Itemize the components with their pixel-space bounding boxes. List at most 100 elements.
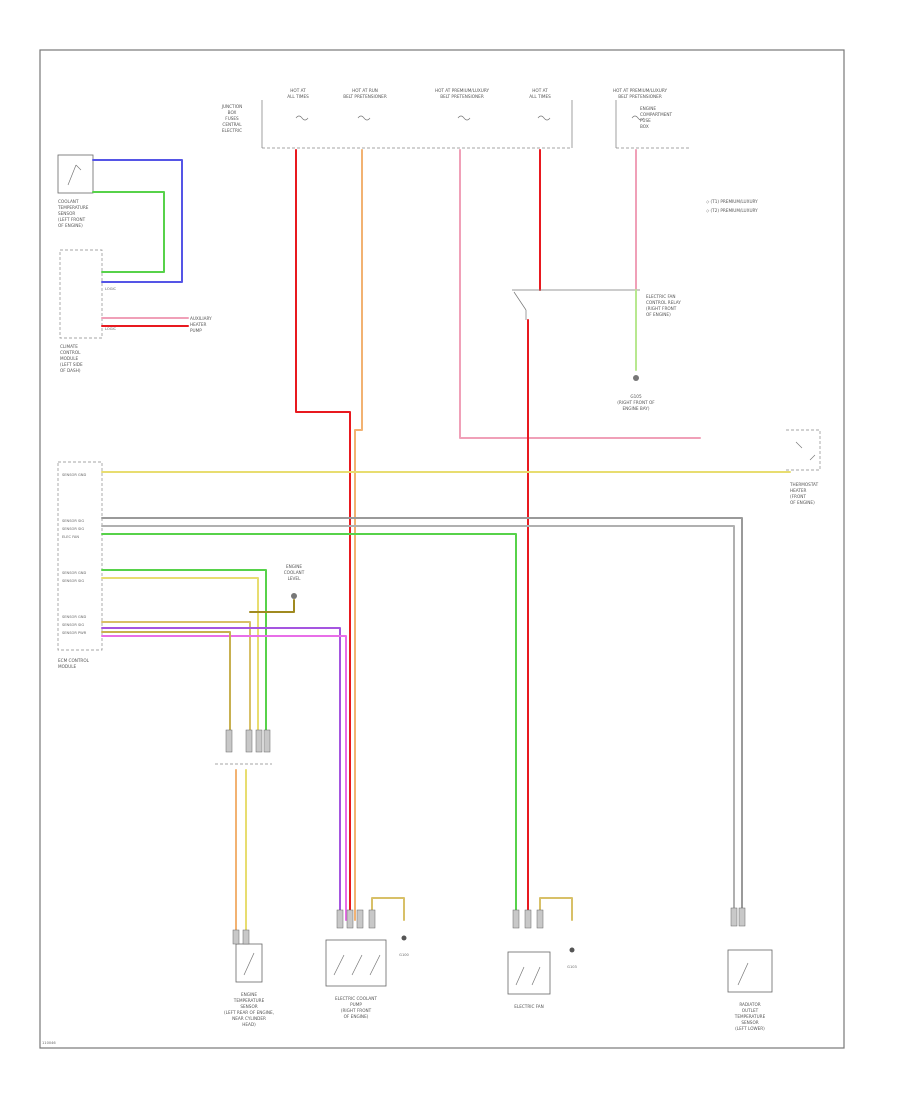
svg-text:MODULE: MODULE <box>60 356 79 361</box>
svg-text:SENSOR GND: SENSOR GND <box>62 473 86 477</box>
svg-text:SENSOR: SENSOR <box>58 211 75 216</box>
svg-text:G105: G105 <box>630 394 642 399</box>
fuse-label-1: HOT AT <box>290 88 306 93</box>
junction-block-label: JUNCTION <box>221 104 243 109</box>
wire-yellow-sensor <box>101 577 259 731</box>
wire-purple-pump <box>101 627 341 921</box>
svg-text:SENSOR GND: SENSOR GND <box>62 571 86 575</box>
svg-text:CONTROL: CONTROL <box>60 350 81 355</box>
svg-text:SENSOR: SENSOR <box>741 1020 758 1025</box>
diagram-frame <box>39 49 845 1049</box>
coolant-temperature-sensor: COOLANT TEMPERATURE SENSOR (LEFT FRONT O… <box>57 154 94 228</box>
svg-text:TEMPERATURE: TEMPERATURE <box>734 1014 766 1019</box>
svg-text:G103: G103 <box>567 965 577 969</box>
svg-text:ELECTRIC FAN: ELECTRIC FAN <box>514 1004 544 1009</box>
svg-text:OF ENGINE): OF ENGINE) <box>790 500 815 505</box>
wire-blue <box>92 159 183 283</box>
svg-text:OF ENGINE): OF ENGINE) <box>344 1014 369 1019</box>
svg-text:COOLANT: COOLANT <box>58 199 79 204</box>
fuse-box: HOT AT ALL TIMES HOT AT RUN BELT PRETENS… <box>221 88 690 149</box>
fuse-label-4: HOT AT <box>532 88 548 93</box>
svg-text:BOX: BOX <box>640 124 649 129</box>
svg-text:ALL TIMES: ALL TIMES <box>529 94 551 99</box>
svg-text:OF ENGINE): OF ENGINE) <box>58 223 83 228</box>
svg-text:BELT PRETENSIONER: BELT PRETENSIONER <box>343 94 387 99</box>
svg-text:ELECTRIC: ELECTRIC <box>222 128 242 133</box>
svg-text:HEAD): HEAD) <box>242 1022 256 1027</box>
svg-text:G100: G100 <box>399 953 409 957</box>
svg-text:TEMPERATURE: TEMPERATURE <box>233 998 265 1003</box>
svg-text:(LEFT LOWER): (LEFT LOWER) <box>735 1026 765 1031</box>
legend-item-2: ◇ (T2) PREMIUM/LUXURY <box>706 208 758 213</box>
svg-text:ELEC FAN: ELEC FAN <box>62 535 79 539</box>
svg-text:PUMP: PUMP <box>190 328 202 333</box>
svg-text:SENSOR SIG: SENSOR SIG <box>62 527 84 531</box>
footer-code: 110046 <box>42 1041 56 1045</box>
svg-text:PUMP: PUMP <box>350 1002 362 1007</box>
svg-text:(LEFT FRONT: (LEFT FRONT <box>58 217 86 222</box>
engine-coolant-level-splice: ENGINE COOLANT LEVEL <box>284 564 305 599</box>
svg-text:SENSOR PWR: SENSOR PWR <box>62 631 87 635</box>
svg-text:LOGIC: LOGIC <box>105 287 117 291</box>
svg-text:BELT PRETENSIONER: BELT PRETENSIONER <box>440 94 484 99</box>
svg-text:SENSOR SIG: SENSOR SIG <box>62 579 84 583</box>
ecm-control-module: ECM CONTROL MODULE SENSOR GND SENSOR SIG… <box>57 461 103 669</box>
svg-text:LOGIC: LOGIC <box>105 327 117 331</box>
wire-gray-2 <box>101 525 735 911</box>
svg-text:CLIMATE: CLIMATE <box>60 344 78 349</box>
svg-text:ECM CONTROL: ECM CONTROL <box>58 658 90 663</box>
electric-fan: G103 ELECTRIC FAN <box>507 897 577 1009</box>
svg-text:OF ENGINE): OF ENGINE) <box>646 312 671 317</box>
svg-text:ELECTRIC COOLANT: ELECTRIC COOLANT <box>335 996 377 1001</box>
svg-text:(LEFT SIDE: (LEFT SIDE <box>60 362 83 367</box>
svg-text:FUSE: FUSE <box>640 118 651 123</box>
svg-text:ALL TIMES: ALL TIMES <box>287 94 309 99</box>
wire-olive-splice <box>249 599 295 613</box>
svg-text:ENGINE: ENGINE <box>286 564 302 569</box>
svg-text:MODULE: MODULE <box>58 664 77 669</box>
svg-text:(RIGHT FRONT: (RIGHT FRONT <box>341 1008 372 1013</box>
wire-gray-1 <box>101 517 743 911</box>
wire-pink-fan <box>459 149 701 439</box>
svg-text:FUSES: FUSES <box>225 116 239 121</box>
svg-text:LEVEL: LEVEL <box>288 576 301 581</box>
wire-red-main <box>295 149 351 921</box>
electric-coolant-pump: G100 ELECTRIC COOLANT PUMP (RIGHT FRONT … <box>325 897 410 1019</box>
wire-green <box>92 191 165 273</box>
svg-text:BELT PRETENSIONER: BELT PRETENSIONER <box>618 94 662 99</box>
electric-fan-control-relay: ELECTRIC FAN CONTROL RELAY (RIGHT FRONT … <box>512 289 681 411</box>
wire-green-fan <box>101 533 517 921</box>
svg-text:OF DASH): OF DASH) <box>60 368 81 373</box>
svg-text:THERMOSTAT: THERMOSTAT <box>789 482 819 487</box>
svg-text:COOLANT: COOLANT <box>284 570 305 575</box>
fuse-label-2: HOT AT RUN <box>352 88 378 93</box>
junction-label: AUXILIARY <box>190 316 212 321</box>
svg-text:OUTLET: OUTLET <box>742 1008 759 1013</box>
legend-item-1: ◇ (T1) PREMIUM/LUXURY <box>706 199 758 204</box>
fuse-box-label: ENGINE <box>640 106 656 111</box>
svg-text:RADIATOR: RADIATOR <box>739 1002 760 1007</box>
inline-connector <box>215 729 272 765</box>
svg-text:(FRONT: (FRONT <box>790 494 806 499</box>
svg-text:COMPARTMENT: COMPARTMENT <box>640 112 673 117</box>
svg-text:HEATER: HEATER <box>790 488 807 493</box>
svg-text:HEATER: HEATER <box>190 322 207 327</box>
svg-text:(RIGHT FRONT: (RIGHT FRONT <box>646 306 677 311</box>
svg-text:SENSOR: SENSOR <box>240 1004 257 1009</box>
svg-text:CONTROL RELAY: CONTROL RELAY <box>646 300 681 305</box>
wire-green-sensor <box>101 569 267 731</box>
svg-text:TEMPERATURE: TEMPERATURE <box>57 205 89 210</box>
fuse-label-5: HOT AT PREMIUM/LUXURY <box>613 88 668 93</box>
svg-text:SENSOR SIG: SENSOR SIG <box>62 623 84 627</box>
engine-temperature-sensor: ENGINE TEMPERATURE SENSOR (LEFT REAR OF … <box>224 943 274 1027</box>
connector-stubs <box>232 907 746 945</box>
svg-text:BOX: BOX <box>228 110 237 115</box>
svg-text:ENGINE BAY): ENGINE BAY) <box>623 406 650 411</box>
wire-magenta-pump <box>101 635 347 921</box>
svg-text:ENGINE: ENGINE <box>241 992 257 997</box>
fuse-label-3: HOT AT PREMIUM/LUXURY <box>435 88 490 93</box>
wire-orange-main <box>354 149 363 921</box>
svg-text:SENSOR GND: SENSOR GND <box>62 615 86 619</box>
wire-tan-2 <box>101 631 231 731</box>
